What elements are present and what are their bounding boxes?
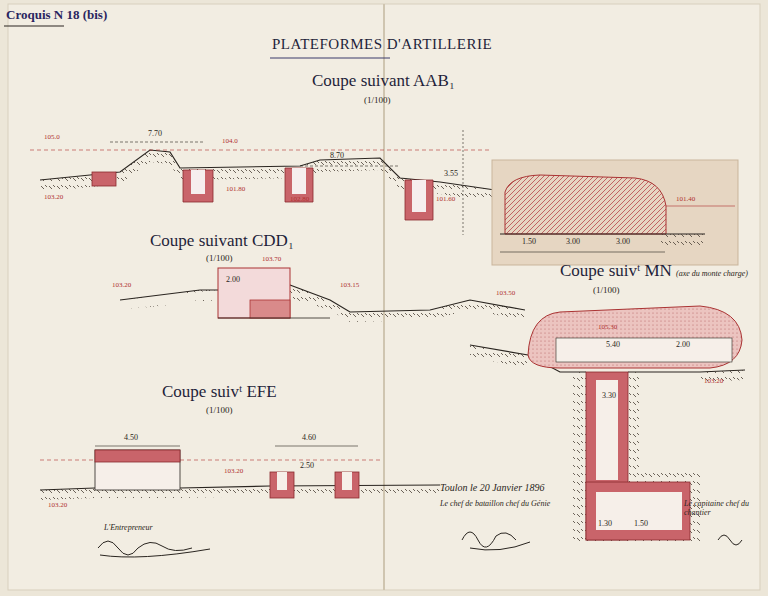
elevation-label: 103.20 [704,378,723,386]
dimension-label: 7.70 [148,130,162,139]
elevation-label: 103.20 [48,502,67,510]
section-title: Coupe suivant CDD₁ [150,232,294,251]
scale-label: (1/100) [364,96,391,106]
dimension-label: 3.00 [566,238,580,247]
sketch-number: Croquis N 18 (bis) [6,8,107,22]
elevation-label: 101.40 [676,196,695,204]
dimension-label: 3.30 [602,392,616,401]
elevation-label: 103.70 [262,256,281,264]
elevation-label: 103.20 [224,468,243,476]
scale-label: (1/100) [593,286,620,296]
signature-note: L'Entrepreneur [104,524,153,533]
dimension-label: 2.00 [676,341,690,350]
dimension-label: 3.55 [444,170,458,179]
dimension-label: 2.00 [226,276,240,285]
dimension-label: 1.30 [598,520,612,529]
signature-note: Le chef de bataillon chef du Génie [440,500,550,509]
elevation-label: 104.0 [222,138,238,146]
dimension-label: 4.50 [124,434,138,443]
elevation-label: 101.60 [436,196,455,204]
section-title: Coupe suivant AAB₁ [312,72,455,91]
dimension-label: 1.50 [522,238,536,247]
scale-label: (1/100) [206,406,233,416]
signature-note: (axe du monte charge) [676,270,748,279]
elevation-label: 105.30 [598,324,617,332]
elevation-label: 105.0 [44,134,60,142]
dimension-label: 5.40 [606,341,620,350]
dimension-label: 8.70 [330,152,344,161]
elevation-label: 101.80 [226,186,245,194]
signature-note: Le capitaine chef du chantier [684,500,754,518]
drawing-title: PLATEFORMES D'ARTILLERIE [272,36,492,53]
elevation-label: 102.80 [290,196,309,204]
elevation-label: 103.15 [340,282,359,290]
dimension-label: 4.60 [302,434,316,443]
signature-note: Toulon le 20 Janvier 1896 [440,482,545,493]
scale-label: (1/100) [206,254,233,264]
elevation-label: 103.20 [44,194,63,202]
dimension-label: 1.50 [634,520,648,529]
dimension-label: 2.50 [300,462,314,471]
elevation-label: 103.20 [112,282,131,290]
dimension-label: 3.00 [616,238,630,247]
section-title: Coupe suivᵗ EFE [162,383,277,402]
section-title: Coupe suivᵗ MN [560,262,672,281]
elevation-label: 103.50 [496,290,515,298]
